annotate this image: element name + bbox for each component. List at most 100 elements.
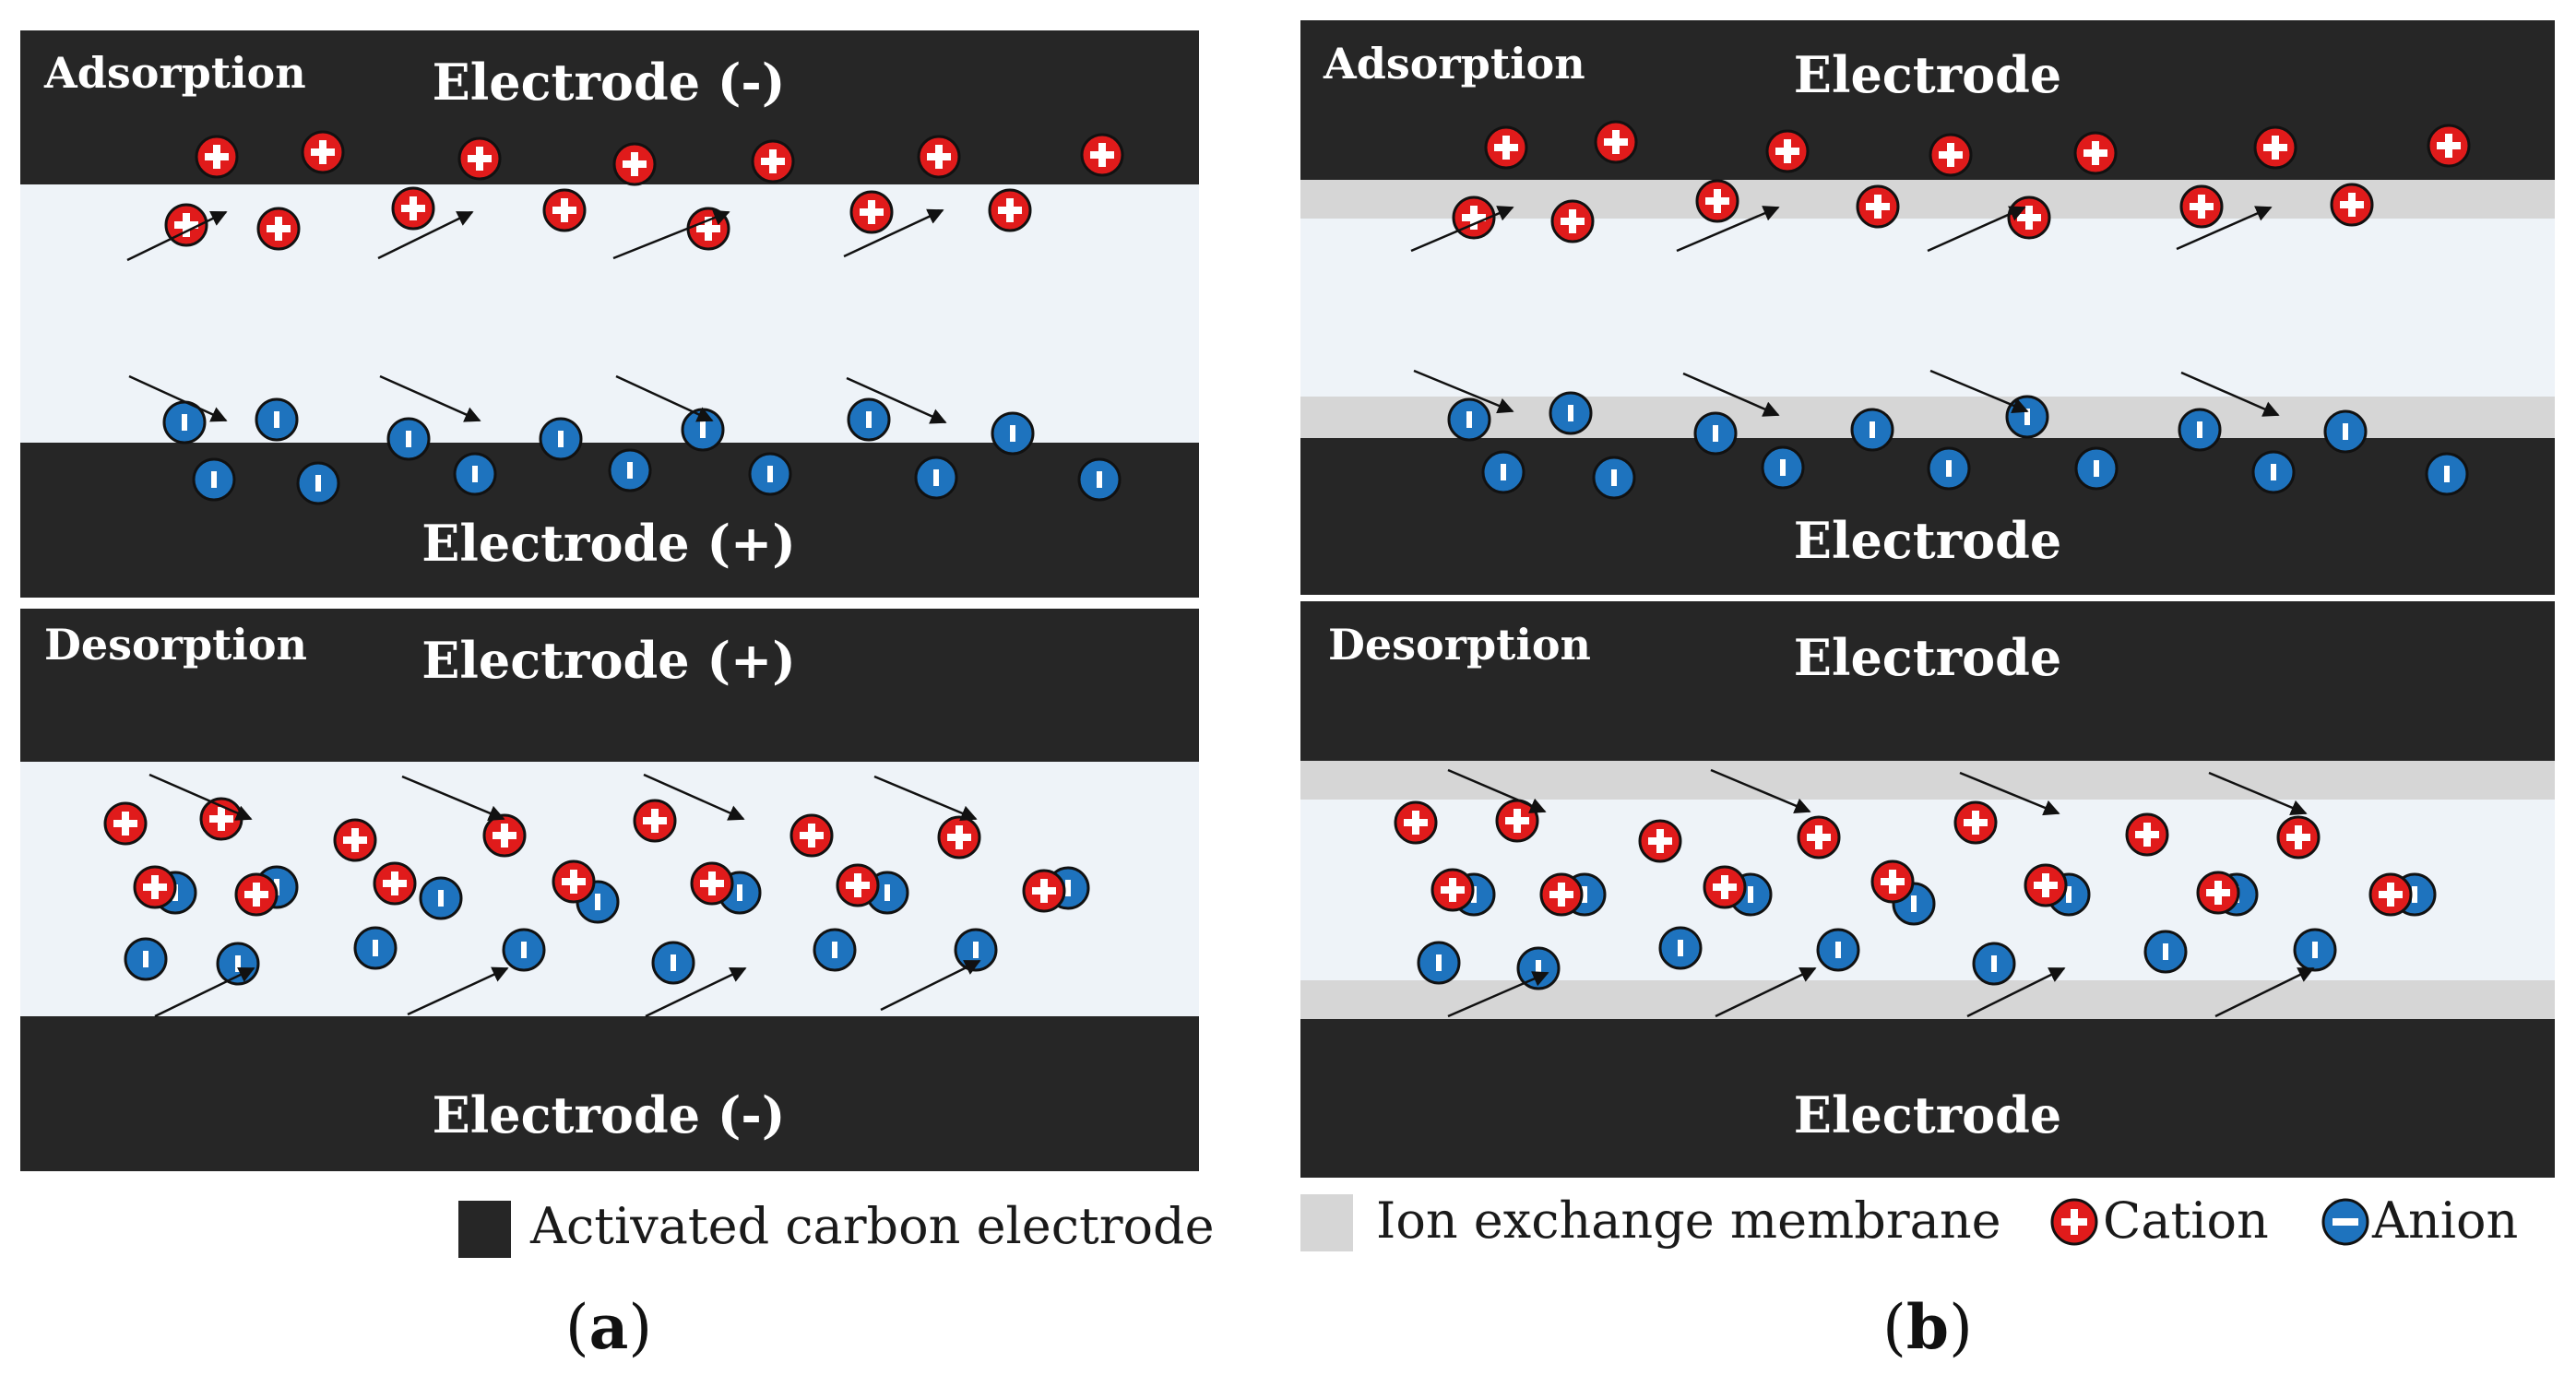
cation-ion <box>542 188 587 232</box>
anion-ion <box>1850 408 1894 452</box>
cation-ion <box>1430 868 1475 912</box>
panel-a-legend: Activated carbon electrode <box>458 1197 1215 1258</box>
panel-b-caption-letter: b <box>1906 1291 1949 1363</box>
panel-a-desorption-bottom-electrode <box>20 1016 1199 1171</box>
anion-ion <box>353 926 398 970</box>
migration-arrow <box>612 209 730 260</box>
cation-ion <box>1870 859 1915 904</box>
migration-arrow <box>1929 369 2029 413</box>
anion-ion <box>1927 446 1971 491</box>
panel-b-desorption-stage-label: Desorption <box>1328 620 1591 670</box>
ion-exchange-membrane-swatch <box>1300 1194 1353 1251</box>
panel-a-adsorption: Adsorption Electrode (-) Electrode (+) <box>20 30 1199 598</box>
cation-ion <box>2024 863 2068 907</box>
cation-ion <box>1080 133 1124 177</box>
migration-arrow <box>615 374 714 422</box>
panel-a-adsorption-stage-label: Adsorption <box>43 48 306 98</box>
cation-ion <box>2276 815 2321 859</box>
migration-arrow <box>1966 966 2066 1018</box>
migration-arrow <box>407 966 509 1016</box>
cation-ion <box>612 142 657 186</box>
panel-b-desorption: Desorption Electrode Electrode <box>1300 601 2555 1178</box>
migration-arrow <box>880 959 981 1012</box>
anion-ion <box>2005 395 2049 439</box>
panel-b-adsorption-top-electrode-label: Electrode <box>1794 45 2061 104</box>
migration-arrow <box>2176 206 2273 251</box>
migration-arrow <box>379 374 481 422</box>
anion-ion <box>847 397 891 442</box>
panel-a-desorption-ions <box>103 773 1090 1018</box>
panel-b-adsorption: Adsorption Electrode Electrode <box>1300 20 2555 595</box>
cation-ion <box>333 818 377 862</box>
panel-a-caption: (a) <box>565 1291 652 1363</box>
cation-ion <box>133 865 177 909</box>
migration-arrow <box>154 966 255 1018</box>
cation-ion <box>1550 199 1595 243</box>
anion-ion <box>1481 450 1525 494</box>
panel-a-desorption-bottom-electrode-label: Electrode (-) <box>433 1085 786 1144</box>
anion-ion <box>502 928 546 972</box>
anion-ion <box>1592 456 1636 500</box>
panel-b: Adsorption Electrode Electrode Desorptio… <box>1300 20 2555 1363</box>
anion-ion <box>255 397 299 442</box>
migration-arrow <box>1927 206 2026 253</box>
migration-arrow <box>1676 206 1780 253</box>
cation-ion <box>1638 819 1682 863</box>
activated-carbon-swatch <box>458 1201 511 1258</box>
ion-exchange-membrane-legend-label: Ion exchange membrane <box>1376 1191 2001 1250</box>
panel-a: Adsorption Electrode (-) Electrode (+) D… <box>20 30 1215 1363</box>
migration-arrow <box>2180 371 2280 417</box>
anion-legend-label: Anion <box>2371 1191 2518 1250</box>
anion-ion <box>651 941 695 985</box>
panel-b-desorption-bottom-electrode-label: Electrode <box>1794 1085 2061 1144</box>
panel-a-desorption-stage-label: Desorption <box>44 620 307 670</box>
cation-ion <box>391 186 435 231</box>
migration-arrow <box>1959 771 2060 816</box>
panel-a-desorption: Desorption Electrode (+) Electrode (-) <box>20 609 1199 1171</box>
cation-ion <box>2073 131 2118 175</box>
cation-ion <box>1929 133 1973 177</box>
migration-arrow <box>1447 768 1547 813</box>
anion-ion <box>419 876 463 920</box>
cation-ion <box>103 801 148 846</box>
cation-legend-label: Cation <box>2103 1191 2269 1250</box>
cation-ion <box>836 863 880 907</box>
cation-ion <box>2253 125 2297 170</box>
panel-b-desorption-top-electrode-label: Electrode <box>1794 628 2061 687</box>
panel-b-desorption-ions <box>1394 768 2437 1018</box>
cation-ion <box>301 130 345 174</box>
panel-a-desorption-top-electrode-label: Electrode (+) <box>421 631 796 690</box>
cation-ion <box>849 190 894 234</box>
anion-ion <box>2143 930 2188 974</box>
panel-b-desorption-bottom-membrane <box>1300 980 2555 1019</box>
cation-ion <box>457 136 502 181</box>
cation-ion <box>2007 196 2051 240</box>
cation-legend-icon <box>2050 1198 2098 1246</box>
anion-ion <box>1417 941 1461 985</box>
anion-ion <box>1693 411 1738 456</box>
migration-arrow <box>846 376 947 424</box>
anion-ion <box>1447 397 1491 442</box>
cation-ion <box>2427 124 2471 168</box>
cation-ion <box>633 799 677 843</box>
migration-arrow <box>645 966 747 1018</box>
cation-ion <box>2196 871 2240 915</box>
anion-ion <box>453 452 497 496</box>
migration-arrow <box>873 775 978 821</box>
migration-arrow <box>843 208 944 258</box>
anion-ion <box>2293 928 2337 972</box>
panel-a-adsorption-ions <box>126 130 1124 505</box>
cation-ion <box>1594 120 1638 164</box>
anion-ion <box>296 461 340 505</box>
cation-ion <box>482 813 527 858</box>
migration-arrow <box>1447 971 1549 1018</box>
migration-arrow <box>401 775 505 821</box>
anion-ion <box>1972 942 2016 986</box>
anion-ion <box>2323 409 2368 454</box>
anion-ion <box>1549 391 1593 435</box>
cation-ion <box>1953 800 1998 845</box>
cation-ion <box>937 815 981 859</box>
cation-ion <box>2368 872 2413 917</box>
cation-ion <box>552 859 596 904</box>
